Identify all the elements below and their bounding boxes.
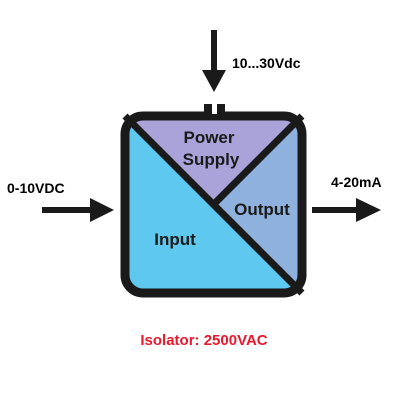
output-label: Output [234, 200, 290, 219]
output-arrow [312, 198, 381, 222]
output-divider [211, 113, 305, 207]
power-arrow [202, 30, 226, 92]
power-supply-label-line2: Supply [183, 150, 240, 169]
input-signal-label: 0-10VDC [7, 180, 65, 196]
diagonal-divider [122, 113, 305, 296]
input-label: Input [154, 230, 196, 249]
input-arrow [42, 198, 114, 222]
power-supply-label-line1: Power [183, 128, 234, 147]
power-signal-label: 10...30Vdc [232, 55, 301, 71]
output-section [214, 116, 302, 293]
output-signal-label: 4-20mA [331, 174, 382, 190]
isolation-rating-caption: Isolator: 2500VAC [140, 332, 267, 349]
power-supply-section [125, 116, 302, 204]
isolator-frame [120, 111, 307, 298]
